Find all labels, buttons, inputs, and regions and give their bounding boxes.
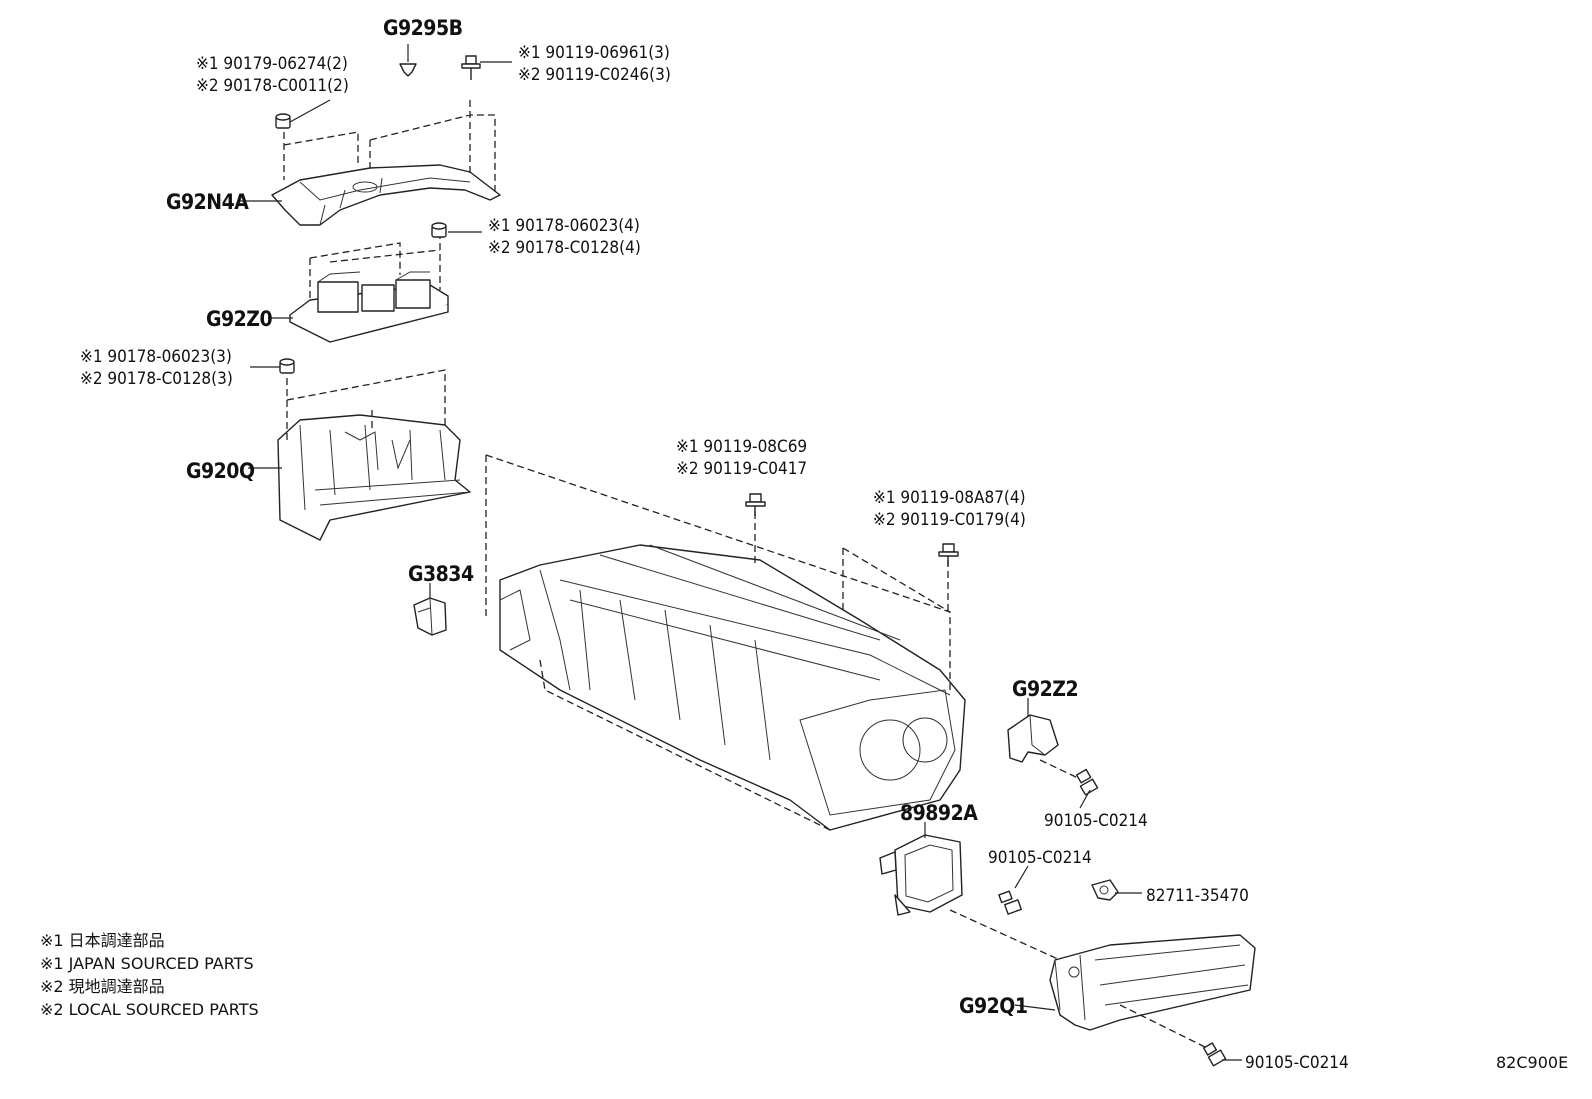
fastener-label: ※2 90178-C0011(2): [196, 76, 349, 96]
bolt-icon: [938, 543, 959, 566]
fastener-label: ※2 90178-C0128(3): [80, 369, 233, 389]
relay-dash-lines: [309, 232, 441, 300]
bracket-g92z2: [1007, 714, 1059, 763]
cover-dash-lines: [283, 100, 496, 192]
legend-line: ※2 現地調達部品: [40, 977, 165, 996]
battery-assembly: [499, 544, 966, 831]
bracket-g92q1: [1049, 934, 1256, 1031]
diagram-code: 82C900E: [1496, 1053, 1568, 1072]
legend-line: ※2 LOCAL SOURCED PARTS: [40, 1000, 259, 1019]
bolt-icon: [1075, 768, 1099, 796]
fastener-label: ※1 90119-08A87(4): [873, 488, 1026, 508]
part-label-g9295b: G9295B: [383, 16, 463, 40]
bolt-icon: [998, 890, 1022, 915]
clip-icon: [1091, 879, 1119, 901]
dash-line: [1119, 1004, 1206, 1048]
part-label-g92z0: G92Z0: [206, 307, 272, 331]
bracket-g920q: [277, 414, 471, 541]
cover-g92n4a: [271, 164, 501, 226]
fastener-label: 90105-C0214: [1245, 1053, 1349, 1073]
fastener-label: ※2 90119-C0246(3): [518, 65, 671, 85]
fastener-label: 90105-C0214: [988, 848, 1092, 868]
fastener-label: ※1 90178-06023(4): [488, 216, 640, 236]
nut-icon: [431, 222, 447, 238]
bolt-icon: [1202, 1042, 1227, 1067]
part-label-89892a: 89892A: [900, 801, 978, 825]
fastener-label: ※1 90119-08C69: [676, 437, 807, 457]
relay-block-g92z0: [289, 271, 449, 343]
ecu-89892a: [879, 834, 963, 916]
fastener-label: ※2 90119-C0179(4): [873, 510, 1026, 530]
legend-line: ※1 日本調達部品: [40, 931, 165, 950]
nut-icon: [279, 358, 295, 374]
leader-lines: [238, 61, 1242, 1061]
fastener-label: 90105-C0214: [1044, 811, 1148, 831]
clip-icon: [399, 44, 417, 77]
part-label-g92q1: G92Q1: [959, 994, 1028, 1018]
fastener-label: ※1 90119-06961(3): [518, 43, 670, 63]
part-label-g920q: G920Q: [186, 459, 255, 483]
battery-dash-lines: [485, 454, 951, 831]
nut-icon: [275, 113, 291, 129]
bolt-icon: [745, 493, 766, 516]
part-label-g92z2: G92Z2: [1012, 677, 1078, 701]
fastener-label: ※2 90178-C0128(4): [488, 238, 641, 258]
part-label-g3834: G3834: [408, 562, 474, 586]
fastener-label: ※1 90179-06274(2): [196, 54, 348, 74]
part-label-g92n4a: G92N4A: [166, 190, 249, 214]
dash-line: [1039, 759, 1079, 779]
bracket-dash-lines: [286, 369, 446, 440]
bracket-g3834: [413, 597, 447, 636]
bolt-icon: [461, 55, 481, 80]
legend-line: ※1 JAPAN SOURCED PARTS: [40, 954, 254, 973]
dash-line: [949, 909, 1061, 961]
fastener-label: 82711-35470: [1146, 886, 1249, 906]
fastener-label: ※1 90178-06023(3): [80, 347, 232, 367]
fastener-label: ※2 90119-C0417: [676, 459, 807, 479]
